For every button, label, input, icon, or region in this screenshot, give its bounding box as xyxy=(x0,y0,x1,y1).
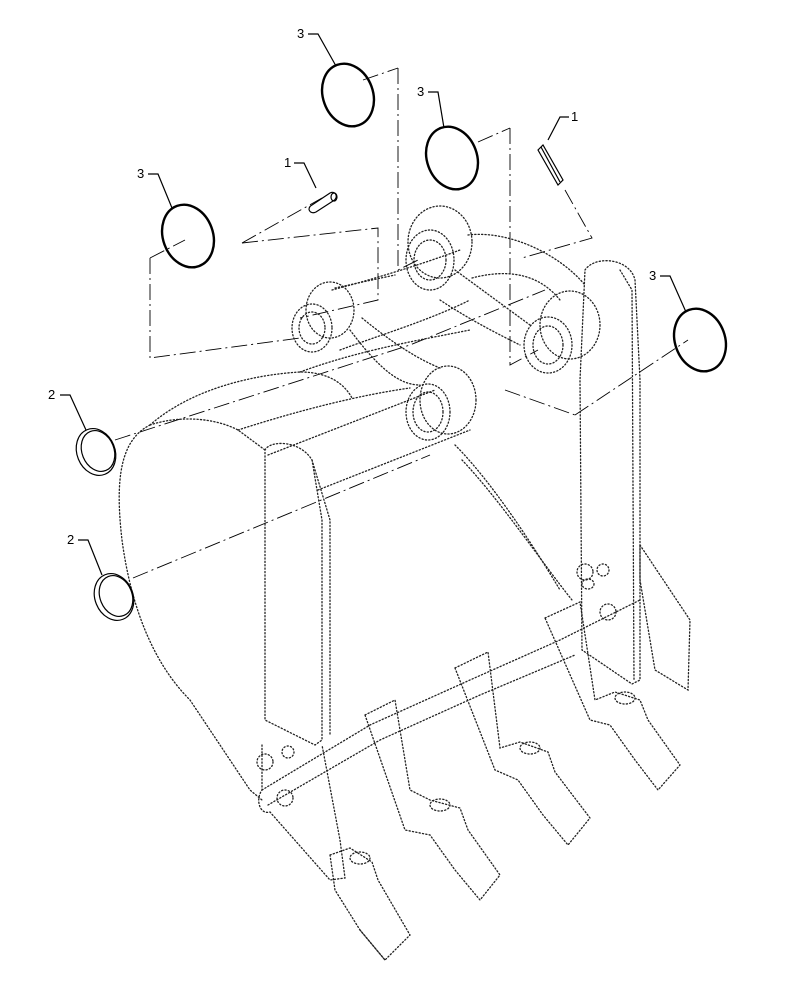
callout-labels: 3 3 3 3 1 1 2 2 xyxy=(48,26,656,547)
callout-label-2-upper: 2 xyxy=(48,387,55,402)
tooth-2 xyxy=(364,699,501,902)
callout-label-3-top: 3 xyxy=(297,26,304,41)
o-ring-3-right xyxy=(672,307,728,373)
callout-label-1-left: 1 xyxy=(284,155,291,170)
hanger-plates xyxy=(256,260,641,881)
o-ring-3-upper-left xyxy=(160,203,216,269)
tooth-4 xyxy=(544,601,681,792)
roll-pin-1-right xyxy=(537,144,564,186)
callout-label-3-left: 3 xyxy=(137,166,144,181)
callout-label-3-right: 3 xyxy=(649,268,656,283)
seal-ring-2-lower xyxy=(93,573,135,621)
seal-ring-2-upper xyxy=(75,428,117,476)
roll-pin-1-left xyxy=(308,191,338,214)
bucket-teeth xyxy=(329,601,681,961)
o-ring-3-top xyxy=(320,62,376,128)
callout-label-1-right: 1 xyxy=(571,109,578,124)
callout-leaders xyxy=(60,33,687,576)
tooth-3 xyxy=(454,651,591,847)
tooth-1 xyxy=(329,847,411,961)
assembly-centerlines xyxy=(114,67,689,579)
o-ring-3-center xyxy=(424,125,480,191)
callout-label-2-lower: 2 xyxy=(67,532,74,547)
pin-bosses xyxy=(267,205,601,491)
callout-label-3-center: 3 xyxy=(417,84,424,99)
bucket-body xyxy=(118,329,691,806)
